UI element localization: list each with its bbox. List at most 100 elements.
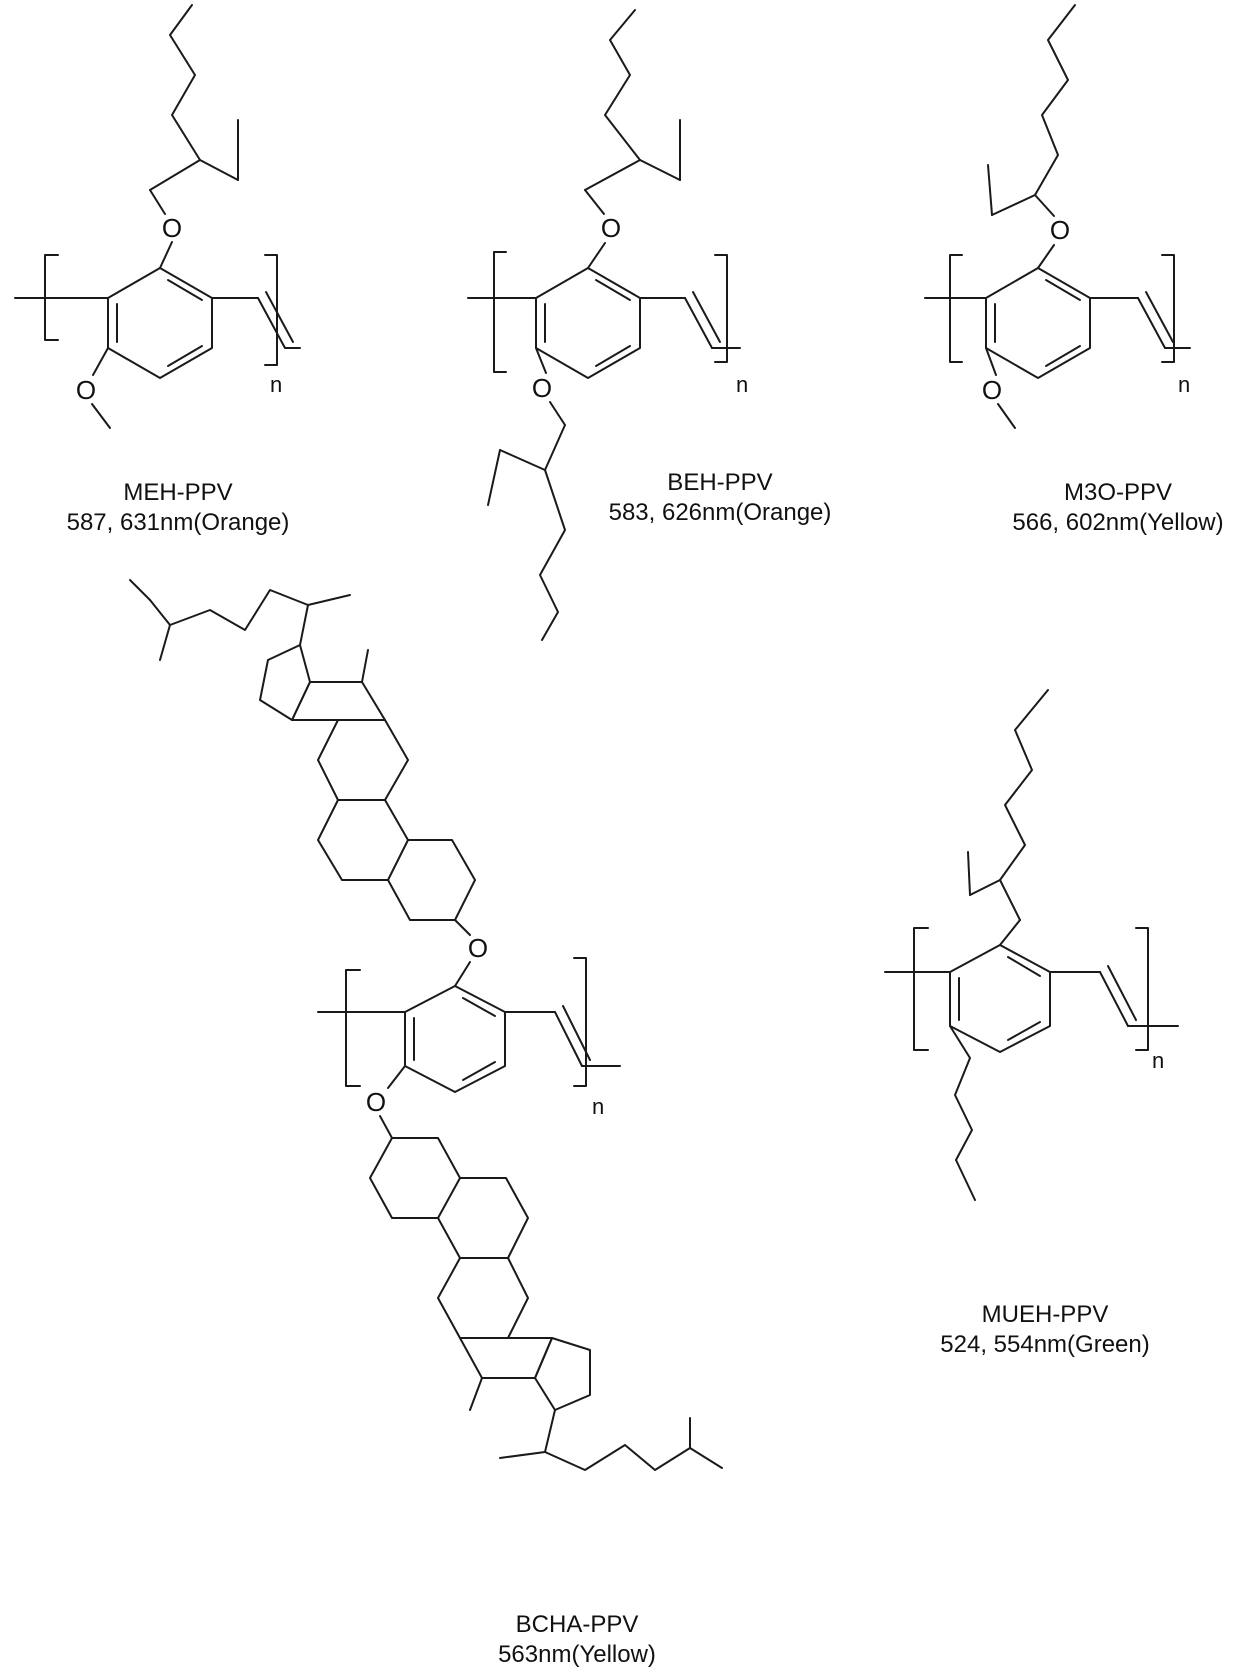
caption-m3o-ppv: M3O-PPV 566, 602nm(Yellow) xyxy=(1012,478,1223,538)
m3o-vinylene-bond xyxy=(1137,297,1166,349)
bcha-ether-bond xyxy=(454,919,471,936)
m3o-ethyl-branch xyxy=(987,164,993,216)
bcha-ring-inner-bond xyxy=(462,997,496,1017)
m3o-ethyl-branch xyxy=(991,194,1036,216)
bcha-steroid-ring-d xyxy=(291,681,386,721)
bcha-oxygen-bottom: O xyxy=(366,1087,386,1117)
emission-wavelengths: 566, 602nm(Yellow) xyxy=(1012,509,1224,536)
emission-wavelengths: 587, 631nm(Orange) xyxy=(66,509,290,536)
beh-ether-bond xyxy=(535,347,547,374)
m3o-right-bracket xyxy=(1161,254,1175,363)
mueh-ring-inner-bond xyxy=(1007,1021,1041,1041)
beh-vinylene-double-bond xyxy=(692,291,721,343)
bcha-side-chain-methyl xyxy=(307,594,351,606)
compound-name: MEH-PPV xyxy=(123,479,233,506)
bcha-side-chain xyxy=(544,1444,723,1471)
beh-vinylene-bond xyxy=(684,297,713,349)
m3o-ppv-structure: O O n xyxy=(924,4,1191,429)
mueh-vinylene-bond xyxy=(1099,971,1129,1027)
mueh-ring-inner-bond xyxy=(1007,956,1041,977)
emission-wavelengths: 563nm(Yellow) xyxy=(498,1641,656,1668)
bcha-ether-bond xyxy=(379,1115,393,1139)
bcha-steroid-ring-b xyxy=(317,799,409,881)
beh-ppv-structure: O O n xyxy=(467,9,748,641)
compound-name: M3O-PPV xyxy=(1063,479,1173,506)
mueh-vinylene-double-bond xyxy=(1107,965,1137,1021)
mueh-ethyl-branch xyxy=(969,879,1001,896)
caption-meh-ppv: MEH-PPV 587, 631nm(Orange) xyxy=(67,478,290,538)
bcha-ether-bond xyxy=(454,961,471,987)
m3o-ring-inner-bond xyxy=(1045,345,1081,367)
bcha-side-chain xyxy=(299,604,309,646)
meh-right-bracket xyxy=(264,254,278,366)
bcha-left-bracket xyxy=(345,969,361,1087)
m3o-left-bracket xyxy=(949,254,963,363)
caption-beh-ppv: BEH-PPV 583, 626nm(Orange) xyxy=(609,468,832,528)
meh-alkyl-bond xyxy=(149,189,166,215)
beh-ether-bond xyxy=(587,242,606,269)
mueh-right-bracket xyxy=(1135,927,1149,1051)
bcha-ppv-structure: O O n xyxy=(129,579,723,1471)
meh-oxygen-top: O xyxy=(162,213,182,243)
mueh-hexyl-chain xyxy=(999,689,1049,881)
beh-benzene-ring xyxy=(535,267,641,379)
beh-ring-inner-bond xyxy=(595,345,631,367)
meh-alkyl-bond xyxy=(149,159,201,191)
m3o-octyl-chain xyxy=(1034,4,1076,196)
beh-hexyl-chain xyxy=(604,9,641,161)
bcha-steroid-ring-a xyxy=(387,839,476,921)
beh-left-bracket xyxy=(493,251,507,373)
bcha-oxygen-top: O xyxy=(468,933,488,963)
m3o-oxygen-top: O xyxy=(1050,215,1070,245)
meh-ethyl-branch xyxy=(199,159,239,181)
beh-hexyl-chain xyxy=(539,469,566,641)
m3o-oxygen-bottom: O xyxy=(982,375,1002,405)
meh-repeat-subscript: n xyxy=(270,372,282,397)
beh-oxygen-top: O xyxy=(601,213,621,243)
m3o-benzene-ring xyxy=(985,267,1091,379)
m3o-repeat-subscript: n xyxy=(1178,372,1190,397)
beh-alkyl-bond xyxy=(544,424,566,471)
meh-methyl-bond xyxy=(91,403,111,429)
beh-repeat-subscript: n xyxy=(736,372,748,397)
mueh-ppv-structure: n xyxy=(884,689,1179,1201)
bcha-vinylene-bond xyxy=(554,1011,583,1067)
m3o-ether-bond xyxy=(1037,244,1055,269)
bcha-side-chain xyxy=(149,589,309,631)
bcha-side-chain xyxy=(544,1409,556,1453)
bcha-steroid-ring-b2 xyxy=(437,1177,529,1259)
m3o-ring-inner-bond xyxy=(1045,279,1081,301)
mueh-ethyl-branch xyxy=(967,851,971,896)
bcha-repeat-subscript: n xyxy=(592,1094,604,1119)
beh-ring-inner-bond xyxy=(595,279,631,301)
bcha-ether-bond xyxy=(387,1065,406,1089)
meh-benzene-ring xyxy=(107,267,213,379)
caption-mueh-ppv: MUEH-PPV 524, 554nm(Green) xyxy=(940,1300,1149,1360)
bcha-steroid-ring-a2 xyxy=(369,1137,461,1219)
mueh-repeat-subscript: n xyxy=(1152,1048,1164,1073)
mueh-butyl-chain xyxy=(949,1025,976,1201)
meh-oxygen-bottom: O xyxy=(76,375,96,405)
bcha-right-bracket xyxy=(573,957,587,1087)
meh-ether-bond xyxy=(92,347,109,376)
bcha-side-chain-methyl xyxy=(499,1451,546,1459)
meh-ether-bond xyxy=(159,241,173,269)
mueh-left-bracket xyxy=(913,927,929,1051)
meh-hexyl-chain xyxy=(169,4,201,161)
bcha-steroid-ring-c2 xyxy=(437,1257,529,1339)
beh-ethyl-branch xyxy=(499,449,546,471)
meh-vinylene-bond xyxy=(257,297,286,349)
beh-alkyl-bond xyxy=(549,401,566,426)
beh-right-bracket xyxy=(714,254,728,363)
beh-oxygen-bottom: O xyxy=(532,373,552,403)
m3o-methyl-bond xyxy=(997,403,1016,429)
compound-name: BEH-PPV xyxy=(667,469,773,496)
bcha-ring-inner-bond xyxy=(462,1061,496,1081)
beh-alkyl-bond xyxy=(584,189,605,215)
bcha-angular-methyl xyxy=(469,1377,483,1411)
bcha-angular-methyl xyxy=(361,649,369,683)
meh-ppv-structure: O O n xyxy=(14,4,301,429)
bcha-benzene-ring xyxy=(404,985,506,1093)
mueh-alkyl-bond xyxy=(999,879,1021,921)
